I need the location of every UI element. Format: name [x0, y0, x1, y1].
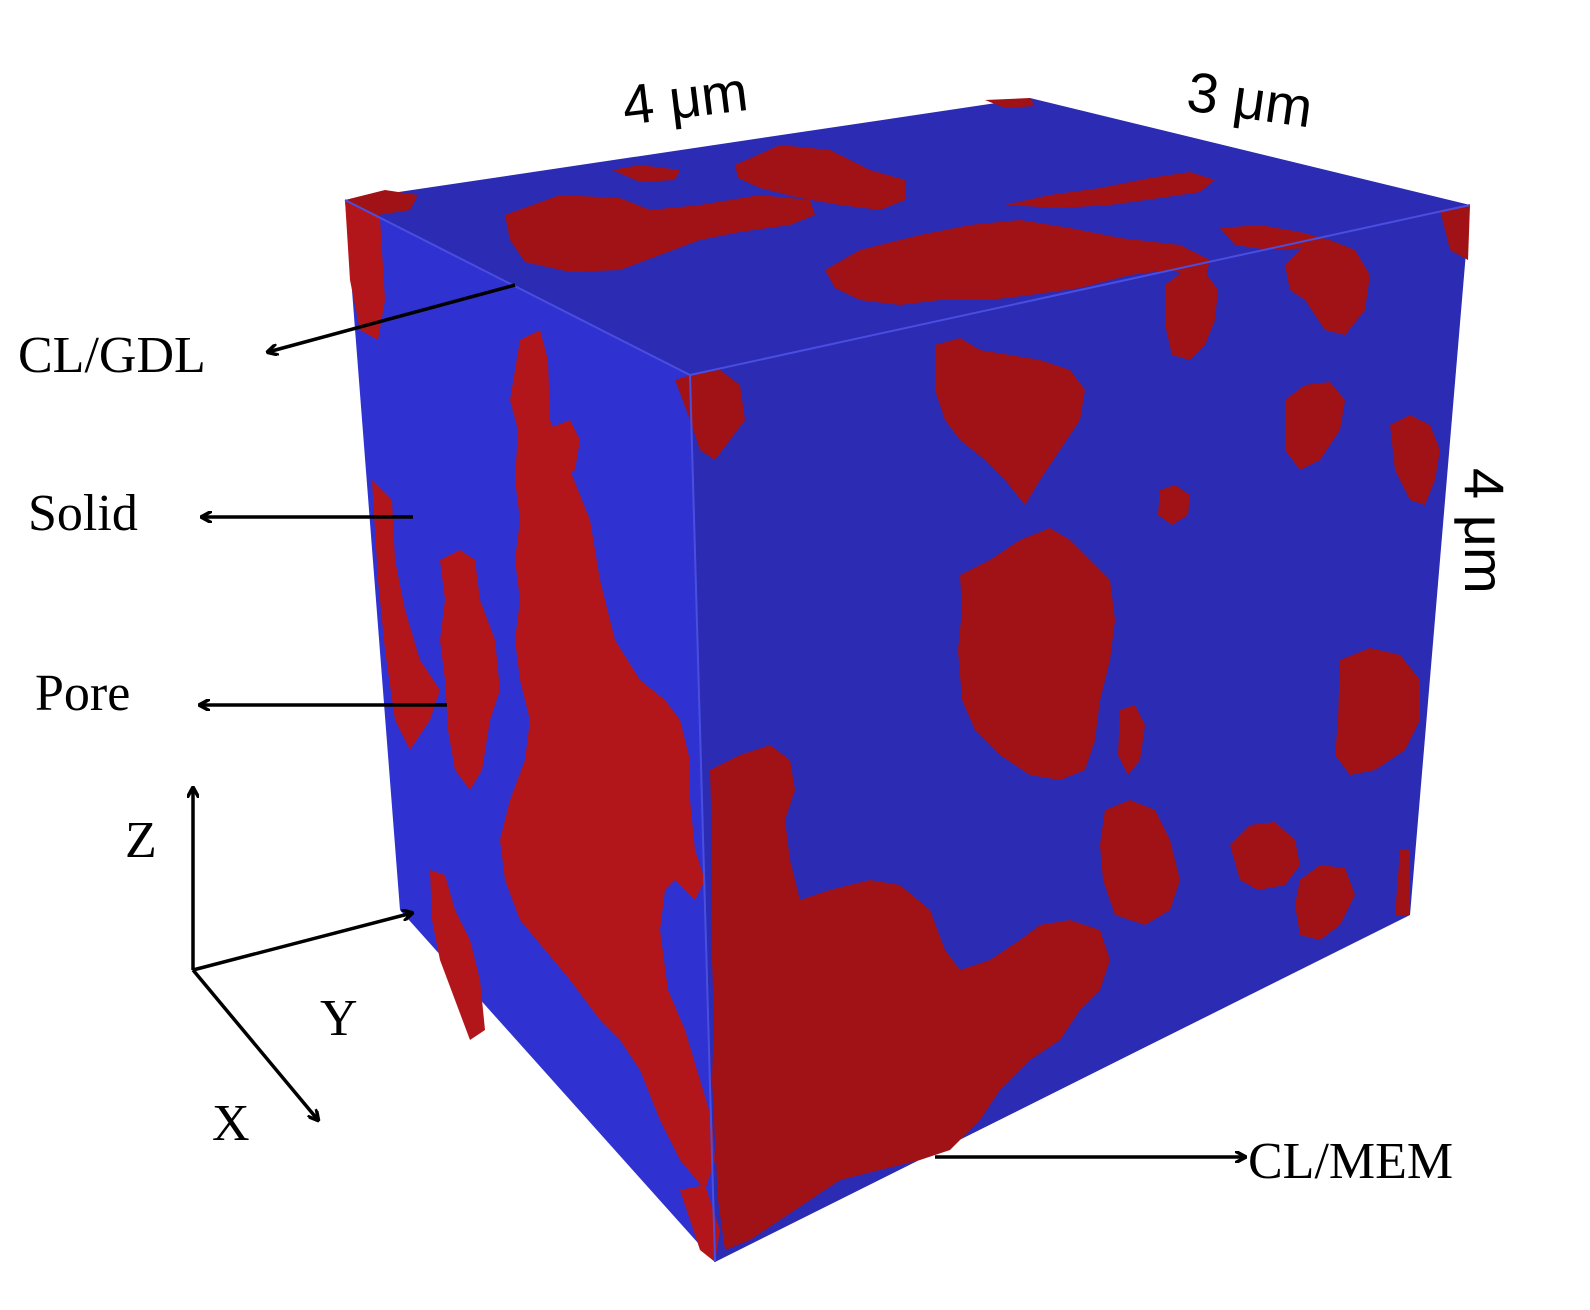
cube-top-face [345, 98, 1470, 375]
callout-solid: Solid [28, 485, 413, 542]
y-axis-arrow [192, 913, 412, 972]
x-axis-arrow [191, 968, 318, 1120]
coordinate-axes: Z Y X [125, 788, 412, 1152]
callout-pore: Pore [35, 665, 447, 722]
cl-gdl-label: CL/GDL [18, 327, 206, 384]
dimension-label-top-right: 3 μm [1183, 59, 1316, 139]
cube-edges [344, 199, 1471, 1263]
left-face-pores [345, 200, 720, 1262]
y-axis-label: Y [320, 990, 358, 1047]
solid-label: Solid [28, 485, 138, 542]
dimension-label-top-front: 4 μm [619, 59, 751, 137]
x-axis-label: X [212, 1095, 250, 1152]
pore-label: Pore [35, 665, 130, 722]
cube [344, 98, 1471, 1263]
z-axis-label: Z [125, 812, 157, 869]
right-face-pores [675, 205, 1470, 1250]
dimension-label-right-vertical: 4 μm [1453, 468, 1516, 594]
callout-cl-mem: CL/MEM [935, 1133, 1453, 1190]
cl-mem-label: CL/MEM [1248, 1133, 1453, 1190]
callout-cl-gdl: CL/GDL [18, 283, 516, 384]
